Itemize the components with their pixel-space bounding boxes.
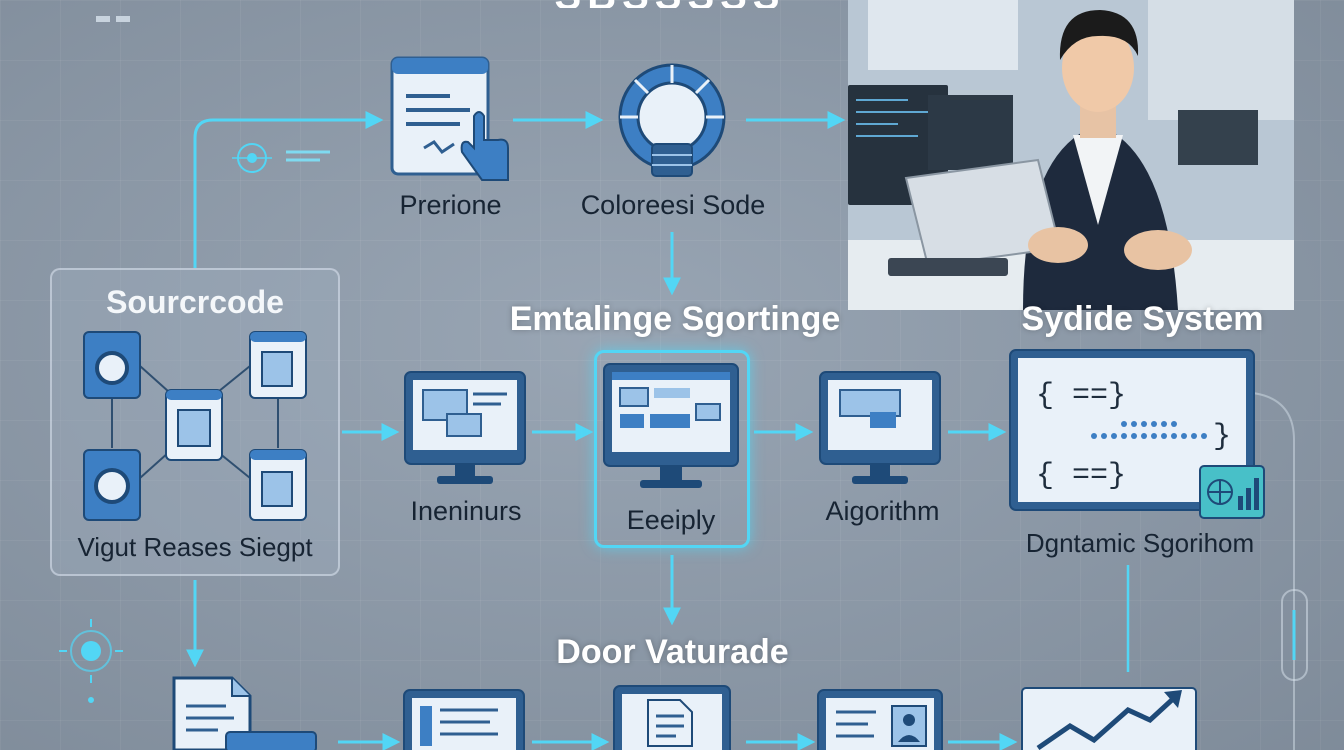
trend-chart-icon — [1021, 687, 1197, 750]
database-ring-icon — [618, 63, 726, 177]
document-hand-icon — [390, 56, 509, 181]
node-label-eeeiply: Eeeiply — [626, 505, 716, 535]
monitor-icon — [404, 371, 526, 484]
person-with-tablet-photo — [848, 0, 1294, 310]
monitor-icon — [819, 371, 941, 484]
sun-node-icon — [59, 619, 123, 703]
svg-text:{ ==}: { ==} — [1036, 379, 1126, 413]
heading-sydide: Sydide System — [1021, 300, 1264, 338]
node-label-coloreesi-sode: Coloreesi Sode — [580, 190, 766, 220]
highlight-box — [594, 350, 750, 548]
monitor-icon — [613, 685, 731, 750]
svg-text:{ ==}: { ==} — [1036, 459, 1126, 493]
source-panel-caption: Vigut Reases Siegpt — [77, 532, 313, 562]
heading-door: Door Vaturade — [556, 633, 789, 671]
monitor-icon — [403, 689, 525, 750]
top-title-partial: SBSSSSS — [495, 0, 845, 8]
node-label-dgntamic: Dgntamic Sgorihom — [1025, 528, 1255, 558]
svg-text:}: } — [1213, 420, 1231, 454]
node-label-ineninurs: Ineninurs — [410, 496, 522, 526]
source-panel-title: Sourcrcode — [106, 284, 284, 320]
heading-emtalinge: Emtalinge Sgortinge — [509, 300, 841, 338]
code-monitor-icon: { ==} } { ==} — [1009, 349, 1265, 519]
monitor-icon — [603, 363, 739, 488]
document-stack-icon — [172, 676, 317, 750]
source-network-icon — [83, 331, 307, 521]
node-label-aigorithm: Aigorithm — [825, 496, 940, 526]
target-decoration-icon — [232, 143, 330, 173]
dash-decoration-icon — [96, 16, 130, 22]
monitor-icon — [817, 689, 943, 750]
node-label-prerione: Prerione — [399, 190, 502, 220]
